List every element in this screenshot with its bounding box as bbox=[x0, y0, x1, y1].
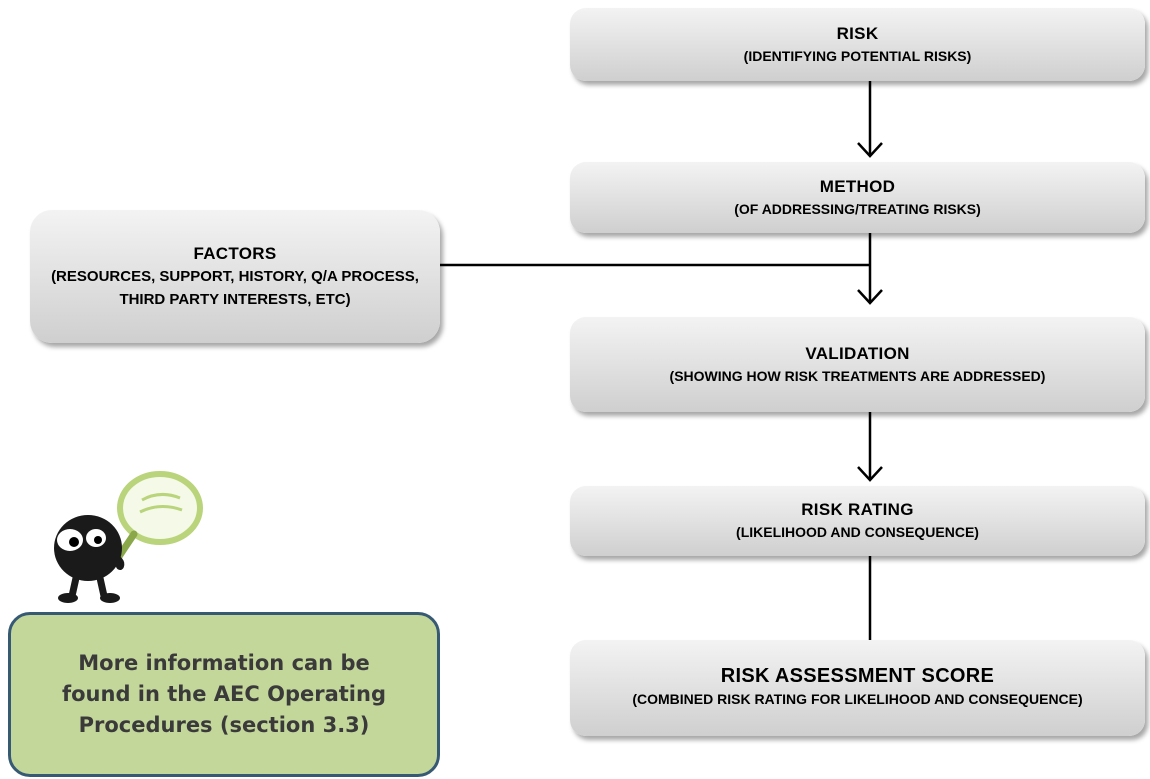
magnifying-glass-character-icon bbox=[54, 471, 203, 603]
more-information-note: More information can be found in the AEC… bbox=[8, 612, 440, 777]
factors-title: FACTORS bbox=[193, 243, 277, 263]
arrow-method-to-validation bbox=[857, 233, 883, 305]
risk-assessment-score-subtitle: (COMBINED RISK RATING FOR LIKELIHOOD AND… bbox=[632, 691, 1083, 707]
risk-rating-subtitle: (LIKELIHOOD AND CONSEQUENCE) bbox=[736, 524, 979, 540]
validation-box: VALIDATION (SHOWING HOW RISK TREATMENTS … bbox=[570, 317, 1145, 412]
validation-title: VALIDATION bbox=[805, 343, 910, 363]
risk-rating-box: RISK RATING (LIKELIHOOD AND CONSEQUENCE) bbox=[570, 486, 1145, 556]
validation-subtitle: (SHOWING HOW RISK TREATMENTS ARE ADDRESS… bbox=[669, 367, 1046, 384]
more-information-text: More information can be found in the AEC… bbox=[61, 651, 386, 737]
risk-subtitle: (IDENTIFYING POTENTIAL RISKS) bbox=[743, 47, 972, 64]
arrow-risk-to-method bbox=[857, 81, 883, 158]
factors-subtitle: (RESOURCES, SUPPORT, HISTORY, Q/A PROCES… bbox=[51, 267, 419, 308]
risk-assessment-score-box: RISK ASSESSMENT SCORE (COMBINED RISK RAT… bbox=[570, 640, 1145, 736]
risk-rating-title: RISK RATING bbox=[801, 500, 914, 519]
risk-assessment-score-title: RISK ASSESSMENT SCORE bbox=[720, 665, 995, 687]
risk-title: RISK bbox=[836, 23, 879, 43]
method-box: METHOD (OF ADDRESSING/TREATING RISKS) bbox=[570, 162, 1145, 233]
risk-box: RISK (IDENTIFYING POTENTIAL RISKS) bbox=[570, 8, 1145, 81]
method-title: METHOD bbox=[819, 176, 896, 196]
arrow-validation-to-rating bbox=[857, 412, 883, 482]
method-subtitle: (OF ADDRESSING/TREATING RISKS) bbox=[734, 200, 981, 217]
factors-box: FACTORS (RESOURCES, SUPPORT, HISTORY, Q/… bbox=[30, 210, 440, 343]
